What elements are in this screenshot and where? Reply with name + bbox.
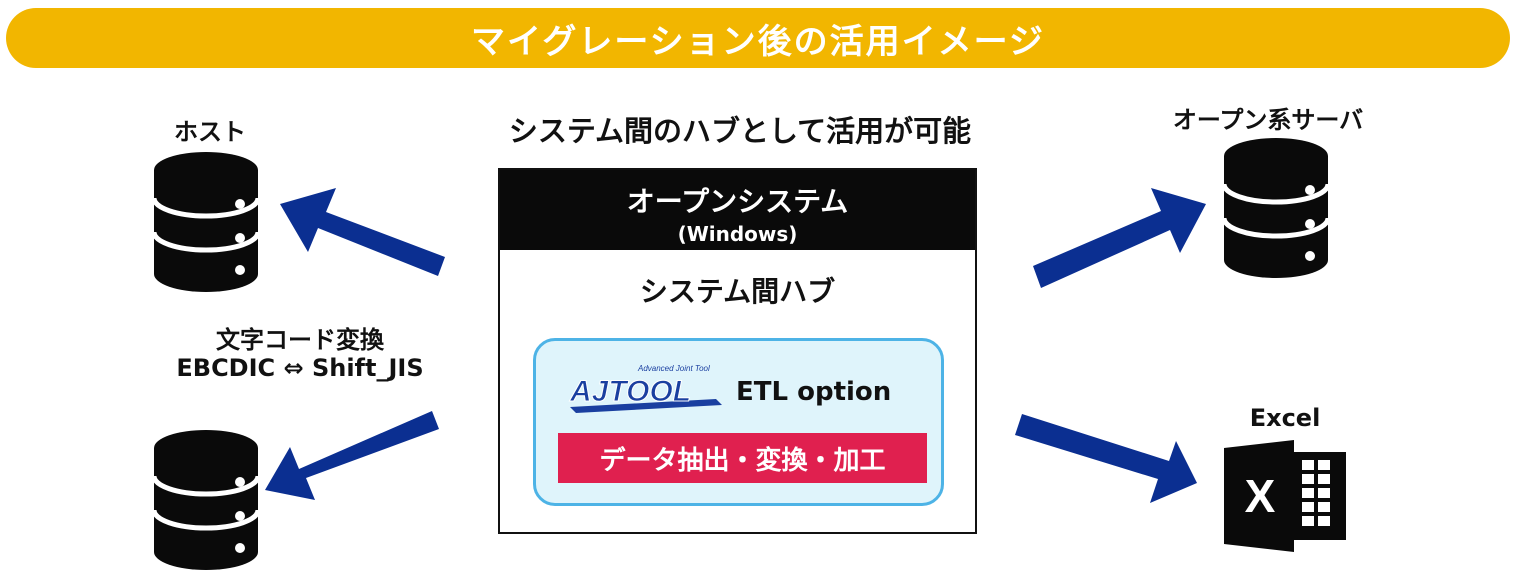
process-bar: データ抽出・変換・加工 [558, 433, 927, 483]
arrow-to-excel [1015, 414, 1197, 503]
conversion-detail: EBCDIC ⇔ Shift_JIS [176, 354, 424, 382]
banner-title: マイグレーション後の活用イメージ [471, 21, 1045, 62]
system-title: オープンシステム [626, 185, 849, 218]
headline: システム間のハブとして活用が可能 [508, 114, 972, 148]
system-header: オープンシステム (Windows) [500, 170, 975, 250]
arrow-to-server [1033, 188, 1206, 288]
arrow-to-host [280, 188, 445, 276]
excel-label: Excel [1249, 404, 1321, 432]
etl-option-label: ETL option [736, 377, 892, 407]
title-banner: マイグレーション後の活用イメージ [6, 8, 1510, 68]
converted-database-icon [154, 430, 258, 570]
host-database-icon [154, 152, 258, 292]
host-label: ホスト [174, 118, 246, 146]
hub-title: システム間ハブ [639, 275, 836, 308]
open-system-box: オープンシステム (Windows) システム間ハブ Advanced Join… [498, 168, 977, 534]
excel-icon: X [1224, 440, 1346, 552]
logo-text: AJTOOL [569, 375, 691, 408]
logo-small-text: Advanced Joint Tool [637, 364, 710, 373]
system-subtitle: (Windows) [677, 222, 798, 246]
excel-letter: X [1245, 470, 1276, 522]
arrow-to-converted-db [265, 411, 439, 500]
process-label: データ抽出・変換・加工 [599, 445, 886, 476]
server-label: オープン系サーバ [1172, 106, 1364, 134]
server-database-icon [1224, 138, 1328, 278]
conversion-label: 文字コード変換 [216, 326, 384, 354]
etl-panel: Advanced Joint Tool AJTOOL ETL option デー… [533, 338, 944, 506]
ajtool-logo: Advanced Joint Tool AJTOOL [569, 364, 722, 413]
